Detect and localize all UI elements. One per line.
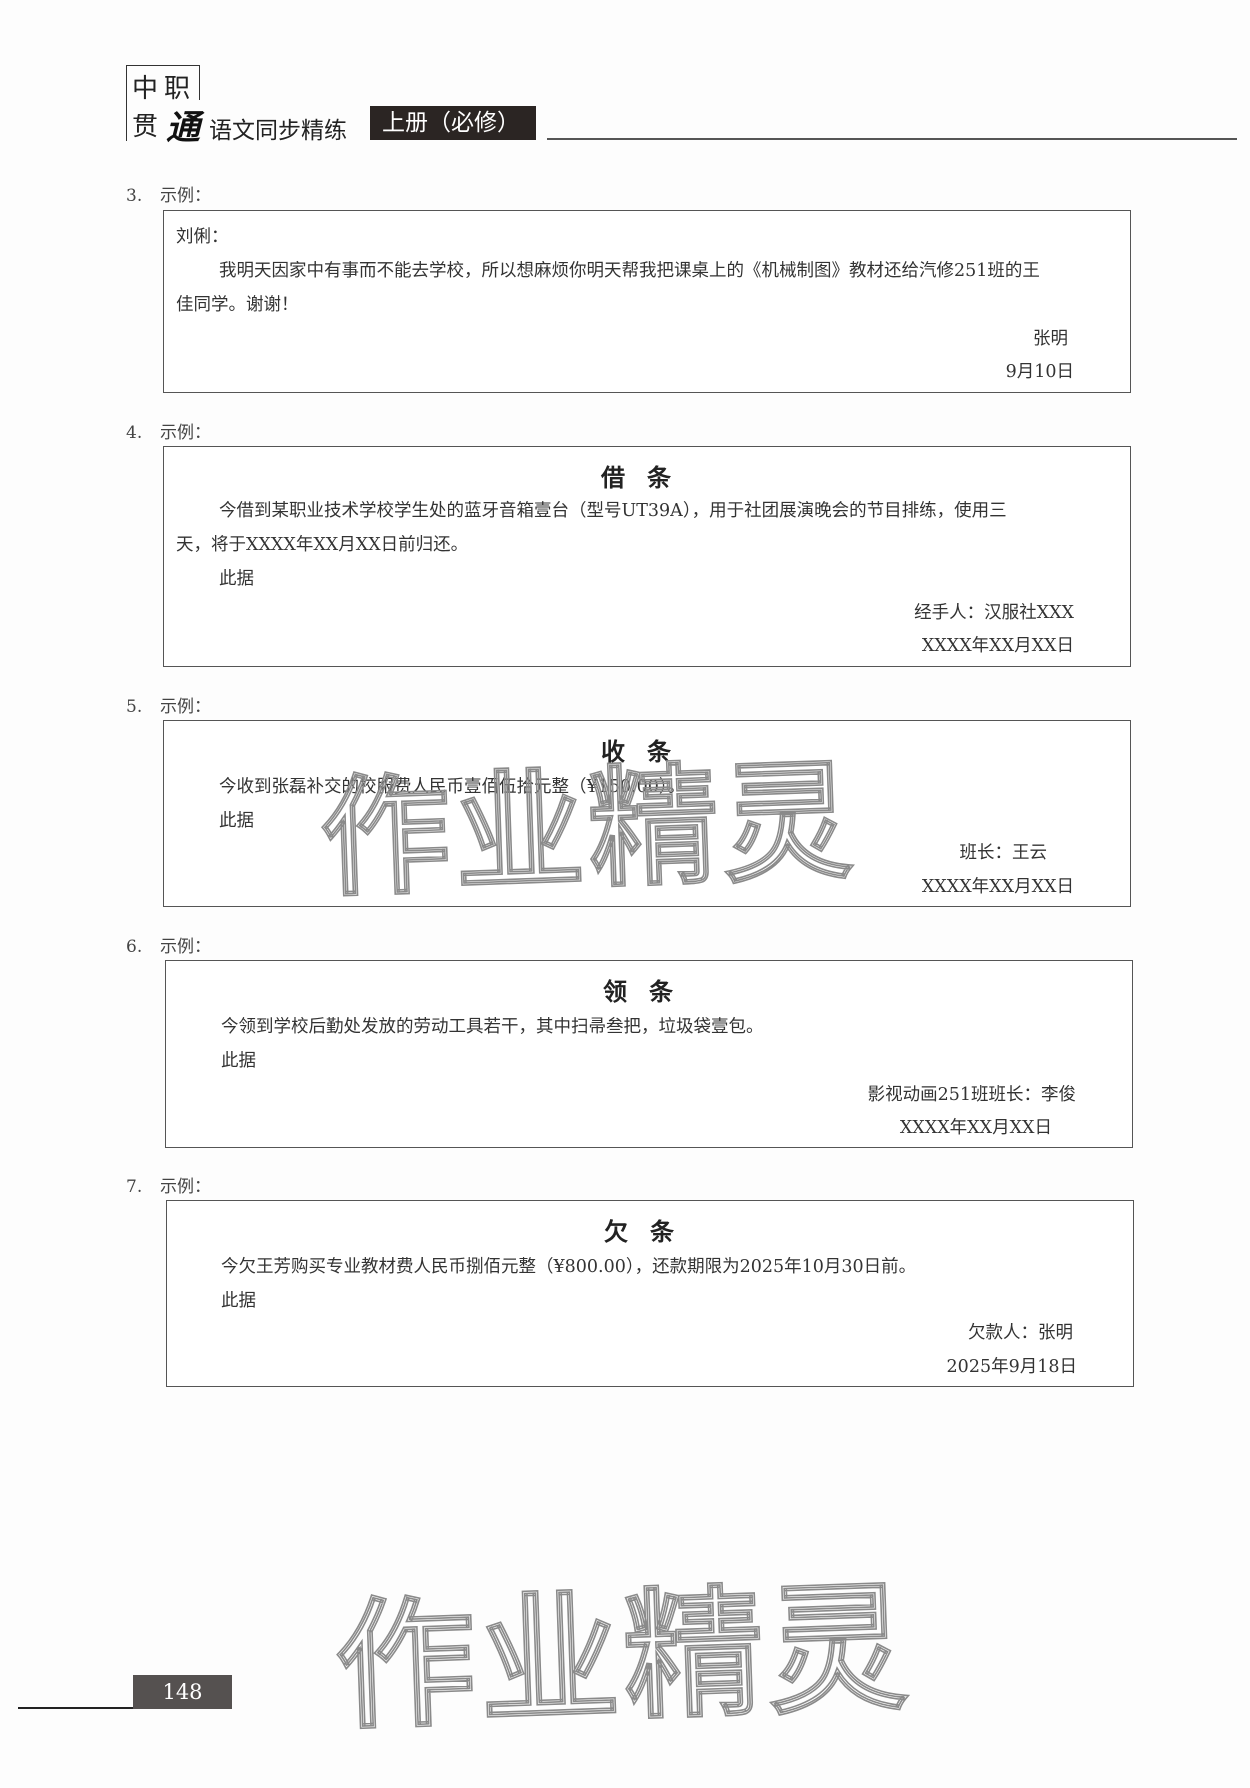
date: 2025年9月18日 [946,1357,1077,1377]
footer-rule [18,1707,232,1709]
date: XXXX年XX月XX日 [921,877,1074,897]
note-box-iou: 欠条 今欠王芳购买专业教材费人民币捌佰元整（¥800.00），还款期限为2025… [166,1200,1134,1387]
body-line-1: 我明天因家中有事而不能去学校，所以想麻烦你明天帮我把课桌上的《机械制图》教材还给… [219,261,1040,281]
question-label-7: 7. 示例： [126,1172,211,1197]
note-box-receipt: 收条 今收到张磊补交的校服费人民币壹佰伍拾元整（¥150.00）。 此据 班长：… [163,720,1131,907]
question-number: 7. [126,1177,143,1197]
question-number: 4. [126,423,143,443]
note-box-leave-message: 刘俐： 我明天因家中有事而不能去学校，所以想麻烦你明天帮我把课桌上的《机械制图》… [163,210,1131,393]
signature: 班长：王云 [959,843,1048,863]
logo-line-1: 中职 [132,74,197,104]
body-line-2: 天，将于XXXX年XX月XX日前归还。 [176,535,469,555]
book-title: 语文同步精练 [209,118,347,144]
logo-frame [126,65,200,141]
example-label: 示例： [160,697,211,717]
header-rule [547,138,1237,140]
note-box-borrow-receipt: 借条 今借到某职业技术学校学生处的蓝牙音箱壹台（型号UT39A），用于社团展演晚… [163,446,1131,667]
question-number: 6. [126,937,143,957]
example-label: 示例： [160,1177,211,1197]
body-line-1: 今收到张磊补交的校服费人民币壹佰伍拾元整（¥150.00）。 [219,777,686,797]
signature: 影视动画251班班长：李俊 [867,1085,1076,1105]
question-label-6: 6. 示例： [126,932,211,957]
example-label: 示例： [160,423,211,443]
note-title: 借条 [601,463,693,492]
closing: 此据 [219,811,254,831]
question-label-4: 4. 示例： [126,418,211,443]
logo-char-guan: 贯 [132,112,159,142]
salutation: 刘俐： [176,227,229,247]
date: XXXX年XX月XX日 [921,636,1074,656]
page-number: 148 [133,1675,232,1709]
example-label: 示例： [160,186,211,206]
volume-badge: 上册（必修） [370,106,536,140]
question-label-3: 3. 示例： [126,181,211,206]
date: XXXX年XX月XX日 [899,1118,1052,1138]
note-title: 收条 [601,737,693,766]
date: 9月10日 [1005,362,1074,382]
signature: 张明 [1033,329,1068,349]
signature: 经手人：汉服社XXX [914,603,1074,623]
closing: 此据 [219,569,254,589]
body-line-1: 今欠王芳购买专业教材费人民币捌佰元整（¥800.00），还款期限为2025年10… [221,1257,917,1277]
example-label: 示例： [160,937,211,957]
body-line-2: 佳同学。谢谢！ [176,295,299,315]
note-title: 领条 [603,977,695,1006]
question-number: 5. [126,697,143,717]
question-number: 3. [126,186,143,206]
body-line-1: 今借到某职业技术学校学生处的蓝牙音箱壹台（型号UT39A），用于社团展演晚会的节… [219,501,1007,521]
body-line-1: 今领到学校后勤处发放的劳动工具若干，其中扫帚叁把，垃圾袋壹包。 [221,1017,764,1037]
note-title: 欠条 [604,1217,696,1246]
question-label-5: 5. 示例： [126,692,211,717]
closing: 此据 [221,1051,256,1071]
closing: 此据 [221,1291,256,1311]
watermark: 作业精灵 [332,1566,915,1751]
note-box-collection-receipt: 领条 今领到学校后勤处发放的劳动工具若干，其中扫帚叁把，垃圾袋壹包。 此据 影视… [165,960,1133,1148]
logo-char-tong: 通 [166,108,200,148]
signature: 欠款人：张明 [968,1323,1073,1343]
